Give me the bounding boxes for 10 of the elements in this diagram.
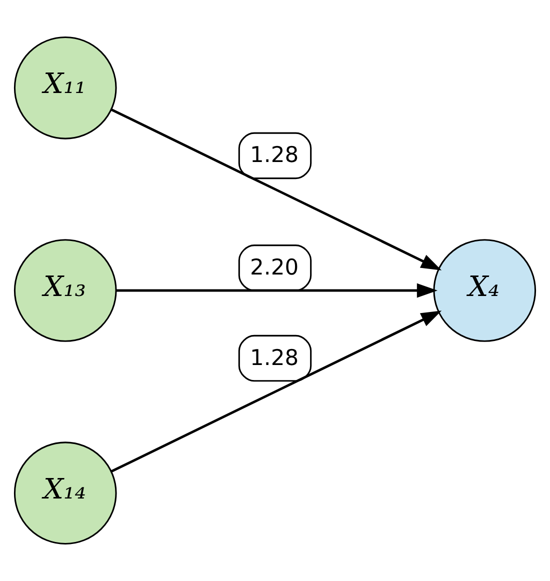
edge-label: 1.28 (250, 143, 299, 168)
edge-label: 2.20 (250, 255, 299, 280)
node-circle: X₁₃ (14, 239, 117, 342)
arrow (110, 108, 442, 270)
edge-label: 1.28 (250, 346, 299, 371)
node-circle: X₄ (433, 239, 536, 342)
arrow (110, 310, 442, 473)
node-circle: X₁₄ (14, 442, 117, 545)
arrow (116, 283, 438, 298)
node-circle: X₁₁ (14, 36, 117, 140)
